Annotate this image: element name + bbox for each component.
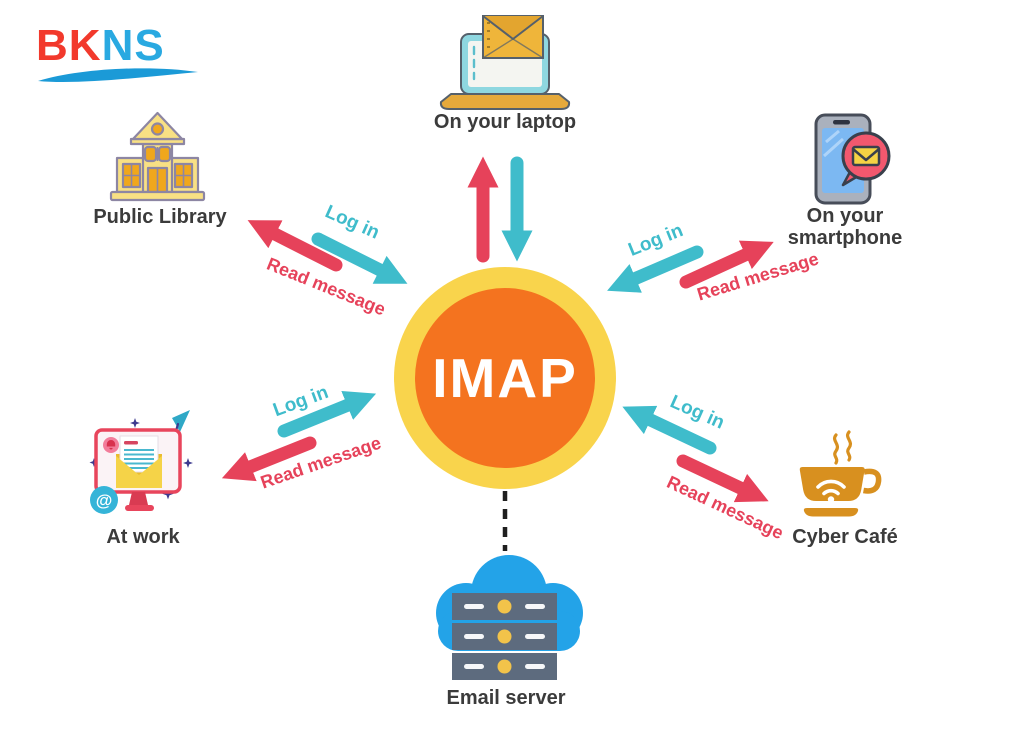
smartphone-label-line1: On your [806, 205, 884, 227]
library-icon [109, 111, 206, 202]
logo-text-red: BK [36, 21, 102, 70]
imap-inner-circle: IMAP [415, 288, 595, 468]
server-rack [452, 593, 557, 680]
login-label-cafe: Log in [666, 391, 728, 434]
read-label-cafe: Read message [663, 471, 787, 544]
logo-swoosh-icon [38, 68, 198, 83]
smartphone-label-line2: smartphone [787, 227, 903, 249]
laptop-icon [439, 15, 571, 110]
login-label-smartphone: Log in [625, 220, 687, 261]
svg-text:@: @ [96, 491, 113, 510]
smartphone-label: On your smartphone [775, 205, 915, 249]
cafe-label: Cyber Café [792, 526, 898, 548]
bkns-wordmark: BKNS [36, 24, 201, 68]
email-server-cloud-icon [436, 555, 583, 680]
read-label-work: Read message [257, 432, 384, 493]
work-label: At work [106, 526, 180, 548]
read-label-library: Read message [263, 253, 389, 320]
smartphone-icon [814, 113, 891, 205]
bkns-logo: BKNS [36, 24, 201, 86]
library-label: Public Library [93, 206, 227, 228]
server-label: Email server [446, 687, 566, 709]
login-label-work: Log in [270, 381, 332, 422]
read-label-smartphone: Read message [694, 248, 822, 305]
login-arrow-library [311, 232, 408, 284]
coffee-cup-wifi-icon [799, 430, 882, 517]
imap-center-circle: IMAP [394, 267, 616, 489]
login-label-library: Log in [321, 201, 383, 244]
work-computer-icon: @ [89, 410, 193, 514]
logo-text-blue: NS [101, 21, 165, 70]
imap-label: IMAP [432, 347, 578, 409]
laptop-label: On your laptop [433, 111, 577, 133]
